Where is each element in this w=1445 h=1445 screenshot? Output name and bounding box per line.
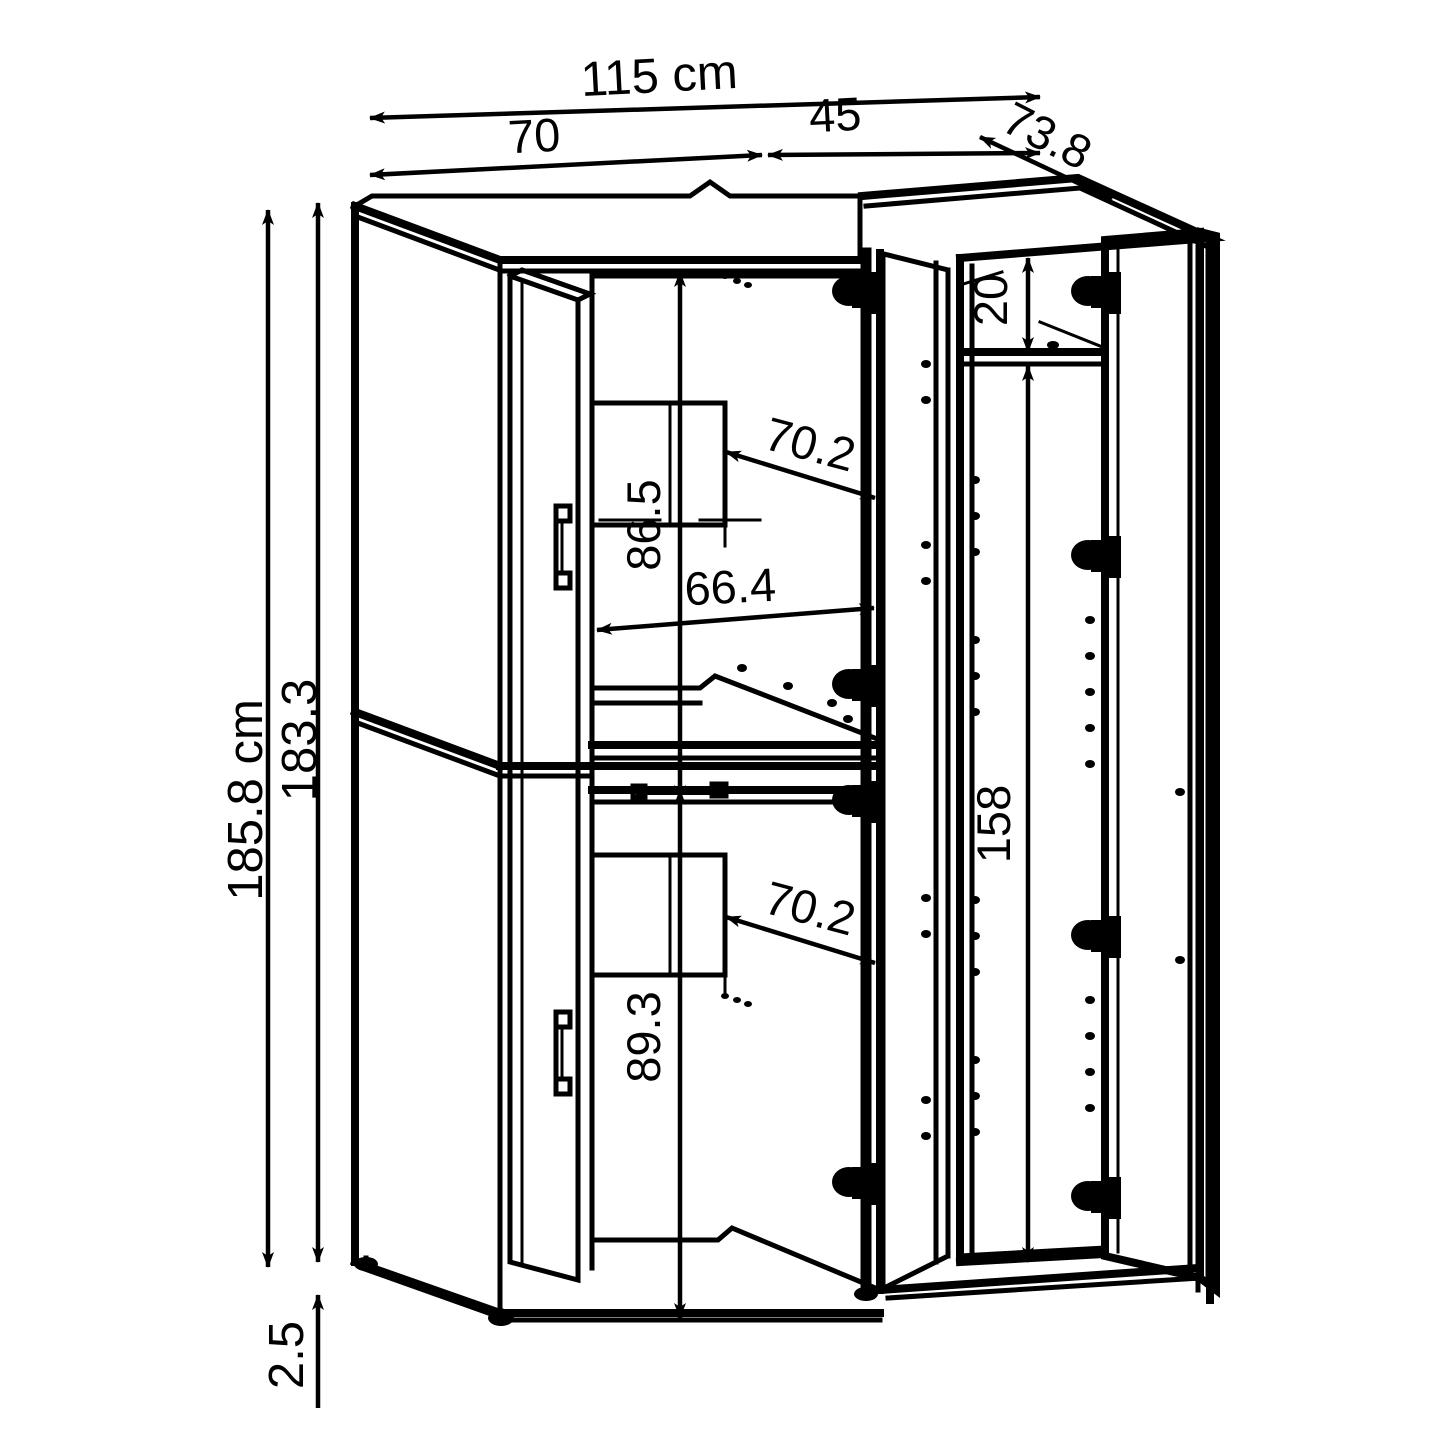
door-handle-upper[interactable] xyxy=(553,503,573,591)
left-carcass xyxy=(349,178,865,1324)
label-lower-height: 89.3 xyxy=(617,991,670,1082)
left-upper-door[interactable] xyxy=(506,267,597,1284)
door-handle-lower[interactable] xyxy=(553,1009,573,1097)
label-height-carcass: 183.3 xyxy=(273,679,327,802)
hinges-right-door xyxy=(1071,272,1121,1219)
dimension-upper-diagonal xyxy=(725,449,876,501)
label-width-left: 70 xyxy=(507,108,562,164)
hinges-center-divider xyxy=(832,272,882,1205)
label-right-hanging-height: 158 xyxy=(967,785,1020,863)
lower-interior-left xyxy=(496,799,884,1323)
label-plinth-height: 2.5 xyxy=(260,1321,314,1389)
dimension-upper-interior-width xyxy=(596,603,875,635)
dimension-lower-diagonal xyxy=(725,914,876,966)
dimension-right-shelf-height xyxy=(958,257,1034,353)
shelf-pin-holes xyxy=(721,273,1185,1140)
label-height-total: 185.8 cm xyxy=(219,699,273,901)
label-width-right: 45 xyxy=(808,87,863,143)
dimension-overall-width xyxy=(369,91,1041,124)
middle-shelf xyxy=(496,762,884,805)
label-upper-interior-width: 66.4 xyxy=(683,558,777,616)
center-divider-panel xyxy=(860,247,951,1296)
label-upper-height: 86.5 xyxy=(617,479,670,570)
label-width-total: 115 cm xyxy=(579,45,739,107)
cabinet-body xyxy=(349,173,1226,1326)
dimension-upper-height xyxy=(598,271,762,801)
cabinet-feet xyxy=(354,1255,878,1326)
label-right-shelf-height: 20 xyxy=(964,274,1017,326)
dimension-depth xyxy=(979,134,1113,202)
